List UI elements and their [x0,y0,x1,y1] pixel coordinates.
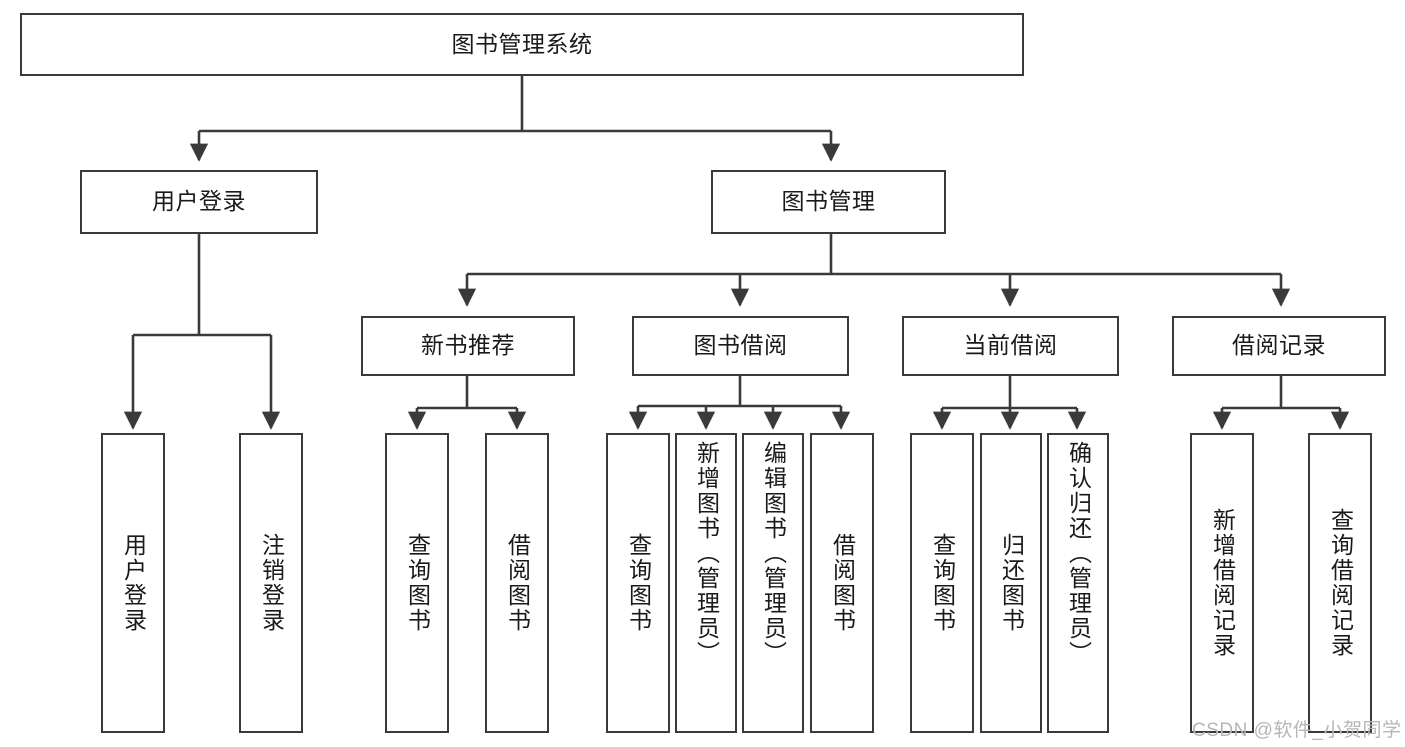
node-current-borrow-label: 当前借阅 [963,332,1058,359]
node-new-book-recommend[interactable]: 新书推荐 [361,316,575,376]
node-book-borrow-label: 图书借阅 [693,332,788,359]
node-leaf-confirm-return[interactable]: 确认归还（管理员） [1047,433,1109,733]
node-book-manage[interactable]: 图书管理 [711,170,946,234]
node-leaf-borrow-book-recommend-label: 借阅图书 [504,533,531,633]
node-leaf-confirm-return-label: 确认归还（管理员） [1065,441,1092,666]
node-new-book-recommend-label: 新书推荐 [421,332,515,359]
node-leaf-edit-book[interactable]: 编辑图书（管理员） [742,433,804,733]
node-leaf-query-book-borrow[interactable]: 查询图书 [606,433,670,733]
node-leaf-borrow-book-label: 借阅图书 [829,533,856,633]
node-leaf-return-book[interactable]: 归还图书 [980,433,1042,733]
node-leaf-logout-label: 注销登录 [258,533,285,633]
node-leaf-return-book-label: 归还图书 [998,533,1025,633]
node-leaf-query-borrow-record[interactable]: 查询借阅记录 [1308,433,1372,733]
node-leaf-edit-book-label: 编辑图书（管理员） [760,441,787,666]
node-leaf-add-borrow-record[interactable]: 新增借阅记录 [1190,433,1254,733]
node-leaf-query-book-current[interactable]: 查询图书 [910,433,974,733]
node-borrow-record-label: 借阅记录 [1232,332,1326,359]
node-leaf-add-book[interactable]: 新增图书（管理员） [675,433,737,733]
node-leaf-borrow-book[interactable]: 借阅图书 [810,433,874,733]
node-leaf-logout[interactable]: 注销登录 [239,433,303,733]
node-user-login[interactable]: 用户登录 [80,170,318,234]
node-leaf-user-login[interactable]: 用户登录 [101,433,165,733]
node-book-borrow[interactable]: 图书借阅 [632,316,849,376]
node-leaf-borrow-book-recommend[interactable]: 借阅图书 [485,433,549,733]
node-current-borrow[interactable]: 当前借阅 [902,316,1119,376]
node-leaf-add-book-label: 新增图书（管理员） [693,441,720,666]
node-borrow-record[interactable]: 借阅记录 [1172,316,1386,376]
node-leaf-query-book-borrow-label: 查询图书 [625,533,652,633]
node-root-label: 图书管理系统 [451,30,593,57]
node-book-manage-label: 图书管理 [781,188,876,215]
node-leaf-add-borrow-record-label: 新增借阅记录 [1209,508,1236,658]
node-root[interactable]: 图书管理系统 [20,13,1024,76]
node-leaf-query-book-recommend[interactable]: 查询图书 [385,433,449,733]
node-leaf-query-book-current-label: 查询图书 [929,533,956,633]
node-user-login-label: 用户登录 [152,188,246,215]
node-leaf-user-login-label: 用户登录 [120,533,147,633]
csdn-watermark: CSDN @软件_小贺同学 [1192,720,1402,741]
node-leaf-query-borrow-record-label: 查询借阅记录 [1327,508,1354,658]
node-leaf-query-book-recommend-label: 查询图书 [404,533,431,633]
